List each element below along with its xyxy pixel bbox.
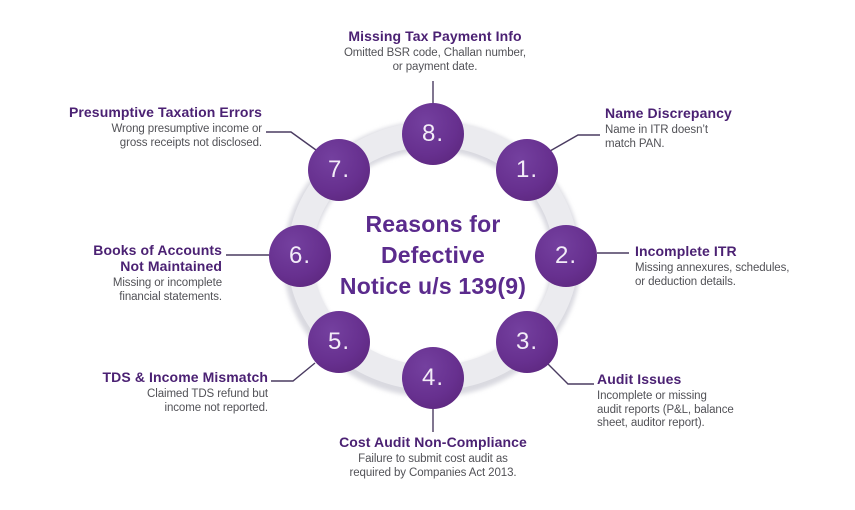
- label-presumptive-taxation-errors: Presumptive Taxation Errors Wrong presum…: [62, 104, 262, 150]
- label-title: TDS & Income Mismatch: [102, 369, 268, 385]
- label-audit-issues: Audit Issues Incomplete or missing audit…: [597, 371, 782, 431]
- connector-line-3: [545, 361, 594, 385]
- label-description: Missing annexures, schedules, or deducti…: [635, 262, 790, 288]
- label-title: Audit Issues: [597, 371, 682, 387]
- label-description: Claimed TDS refund but income not report…: [147, 388, 268, 414]
- step-circle-5: 5.: [308, 311, 370, 373]
- label-title: Books of Accounts Not Maintained: [93, 242, 222, 274]
- label-title: Presumptive Taxation Errors: [68, 104, 262, 120]
- label-description: Failure to submit cost audit as required…: [349, 453, 517, 479]
- step-number-1: 1.: [515, 156, 538, 183]
- step-number-5: 5.: [327, 328, 350, 355]
- label-description: Name in ITR doesn’t match PAN.: [605, 124, 708, 150]
- label-description: Omitted BSR code, Challan number, or pay…: [343, 47, 527, 73]
- label-description: Wrong presumptive income or gross receip…: [111, 123, 263, 149]
- step-circle-4: 4.: [402, 347, 464, 409]
- label-tds-income-mismatch: TDS & Income Mismatch Claimed TDS refund…: [68, 369, 269, 415]
- step-number-6: 6.: [288, 242, 311, 269]
- connector-line-5: [271, 362, 316, 382]
- step-circle-7: 7.: [308, 139, 370, 201]
- label-title: Cost Audit Non-Compliance: [339, 434, 527, 450]
- label-title: Incomplete ITR: [635, 243, 737, 259]
- connector-line-1: [549, 134, 600, 152]
- step-circle-2: 2.: [535, 225, 597, 287]
- step-number-2: 2.: [554, 242, 577, 269]
- label-missing-tax-payment-info: Missing Tax Payment Info Omitted BSR cod…: [285, 28, 585, 74]
- connector-line-7: [266, 131, 317, 151]
- label-title: Name Discrepancy: [605, 105, 732, 121]
- label-books-of-accounts: Books of Accounts Not Maintained Missing…: [72, 242, 222, 304]
- label-title: Missing Tax Payment Info: [348, 28, 522, 44]
- step-circle-6: 6.: [269, 225, 331, 287]
- step-number-7: 7.: [327, 156, 350, 183]
- label-name-discrepancy: Name Discrepancy Name in ITR doesn’t mat…: [605, 105, 780, 151]
- diagram-title: Reasons for Defective Notice u/s 139(9): [339, 211, 527, 299]
- label-incomplete-itr: Incomplete ITR Missing annexures, schedu…: [635, 243, 840, 289]
- label-description: Incomplete or missing audit reports (P&L…: [597, 390, 734, 429]
- step-circle-8: 8.: [402, 103, 464, 165]
- step-number-3: 3.: [515, 328, 538, 355]
- step-number-8: 8.: [421, 120, 444, 147]
- label-description: Missing or incomplete financial statemen…: [112, 277, 222, 303]
- step-number-4: 4.: [421, 364, 444, 391]
- step-circle-3: 3.: [496, 311, 558, 373]
- label-cost-audit-non-compliance: Cost Audit Non-Compliance Failure to sub…: [293, 434, 573, 480]
- step-circle-1: 1.: [496, 139, 558, 201]
